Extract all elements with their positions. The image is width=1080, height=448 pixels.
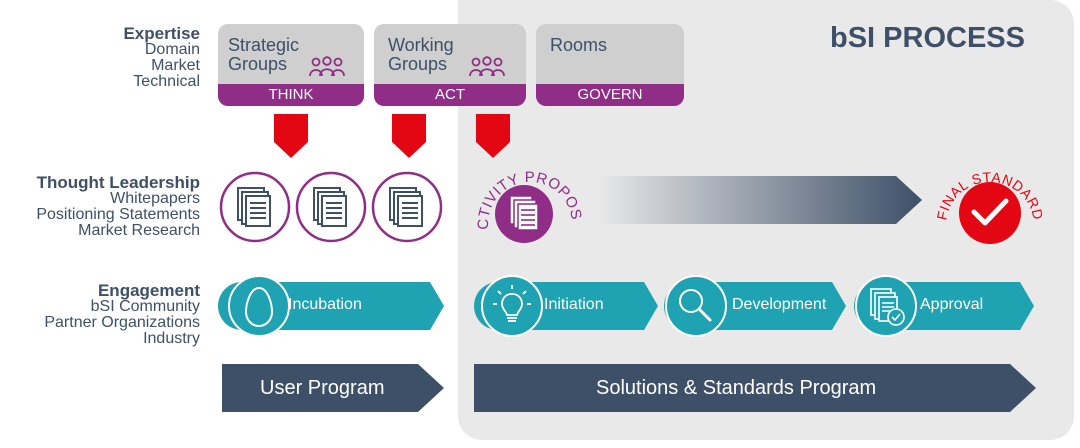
- stage-development: Development: [664, 275, 846, 337]
- group-bar-act: ACT: [374, 84, 526, 106]
- people-icon: [469, 56, 505, 77]
- people-icon: [309, 56, 345, 77]
- checkmark-icon: [971, 198, 1009, 226]
- program-solutions: Solutions & Standards Program: [474, 364, 1036, 412]
- process-title: bSI PROCESS: [830, 22, 1025, 54]
- stage-initiation: Initiation: [474, 275, 658, 337]
- final-standard-milestone: FINAL STANDARD: [933, 169, 1046, 244]
- expertise-item: Domain: [144, 41, 200, 58]
- engagement-item: bSI Community: [90, 298, 200, 315]
- expertise-item: Market: [151, 57, 200, 74]
- engagement-label: Engagement bSI Community Partner Organiz…: [44, 281, 200, 347]
- thought-leadership-heading: Thought Leadership: [36, 173, 200, 192]
- group-card-rooms: Rooms GOVERN: [536, 24, 684, 106]
- lightbulb-icon: [481, 275, 543, 337]
- thought-leadership-item: Market Research: [78, 222, 200, 239]
- magnifier-icon: [665, 275, 727, 337]
- group-card-label: Rooms: [550, 35, 608, 55]
- document-icon: [295, 171, 367, 243]
- program-label: Solutions & Standards Program: [596, 377, 877, 399]
- progress-gradient-arrow: [596, 176, 922, 224]
- engagement-item: Industry: [143, 330, 200, 347]
- thought-leadership-label: Thought Leadership Whitepapers Positioni…: [36, 173, 200, 239]
- program-label: User Program: [260, 377, 385, 399]
- expertise-label: Expertise Domain Market Technical: [123, 24, 200, 90]
- red-down-arrow-icon: [274, 114, 308, 158]
- thought-leadership-item: Positioning Statements: [36, 206, 200, 223]
- red-down-arrow-icon: [392, 114, 426, 158]
- expertise-heading: Expertise: [123, 24, 200, 43]
- program-user: User Program: [222, 364, 444, 412]
- engagement-item: Partner Organizations: [44, 314, 200, 331]
- stage-incubation: Incubation: [218, 275, 444, 337]
- engagement-heading: Engagement: [97, 281, 200, 300]
- stage-approval: Approval: [854, 275, 1034, 337]
- red-down-arrow-icon: [476, 114, 510, 158]
- document-icon: [219, 171, 291, 243]
- egg-icon: [228, 275, 290, 337]
- group-bar-think: THINK: [218, 84, 364, 106]
- document-icon: [371, 171, 443, 243]
- activity-proposal-milestone: ACTIVITY PROPOSAL: [470, 150, 584, 243]
- document-check-icon: [855, 275, 917, 337]
- thought-leadership-item: Whitepapers: [110, 190, 200, 207]
- group-bar-govern: GOVERN: [536, 84, 684, 106]
- stage-label: Initiation: [544, 296, 604, 313]
- stage-label: Incubation: [288, 296, 362, 313]
- stage-label: Approval: [920, 296, 984, 313]
- stage-label: Development: [732, 296, 827, 313]
- expertise-item: Technical: [133, 73, 200, 90]
